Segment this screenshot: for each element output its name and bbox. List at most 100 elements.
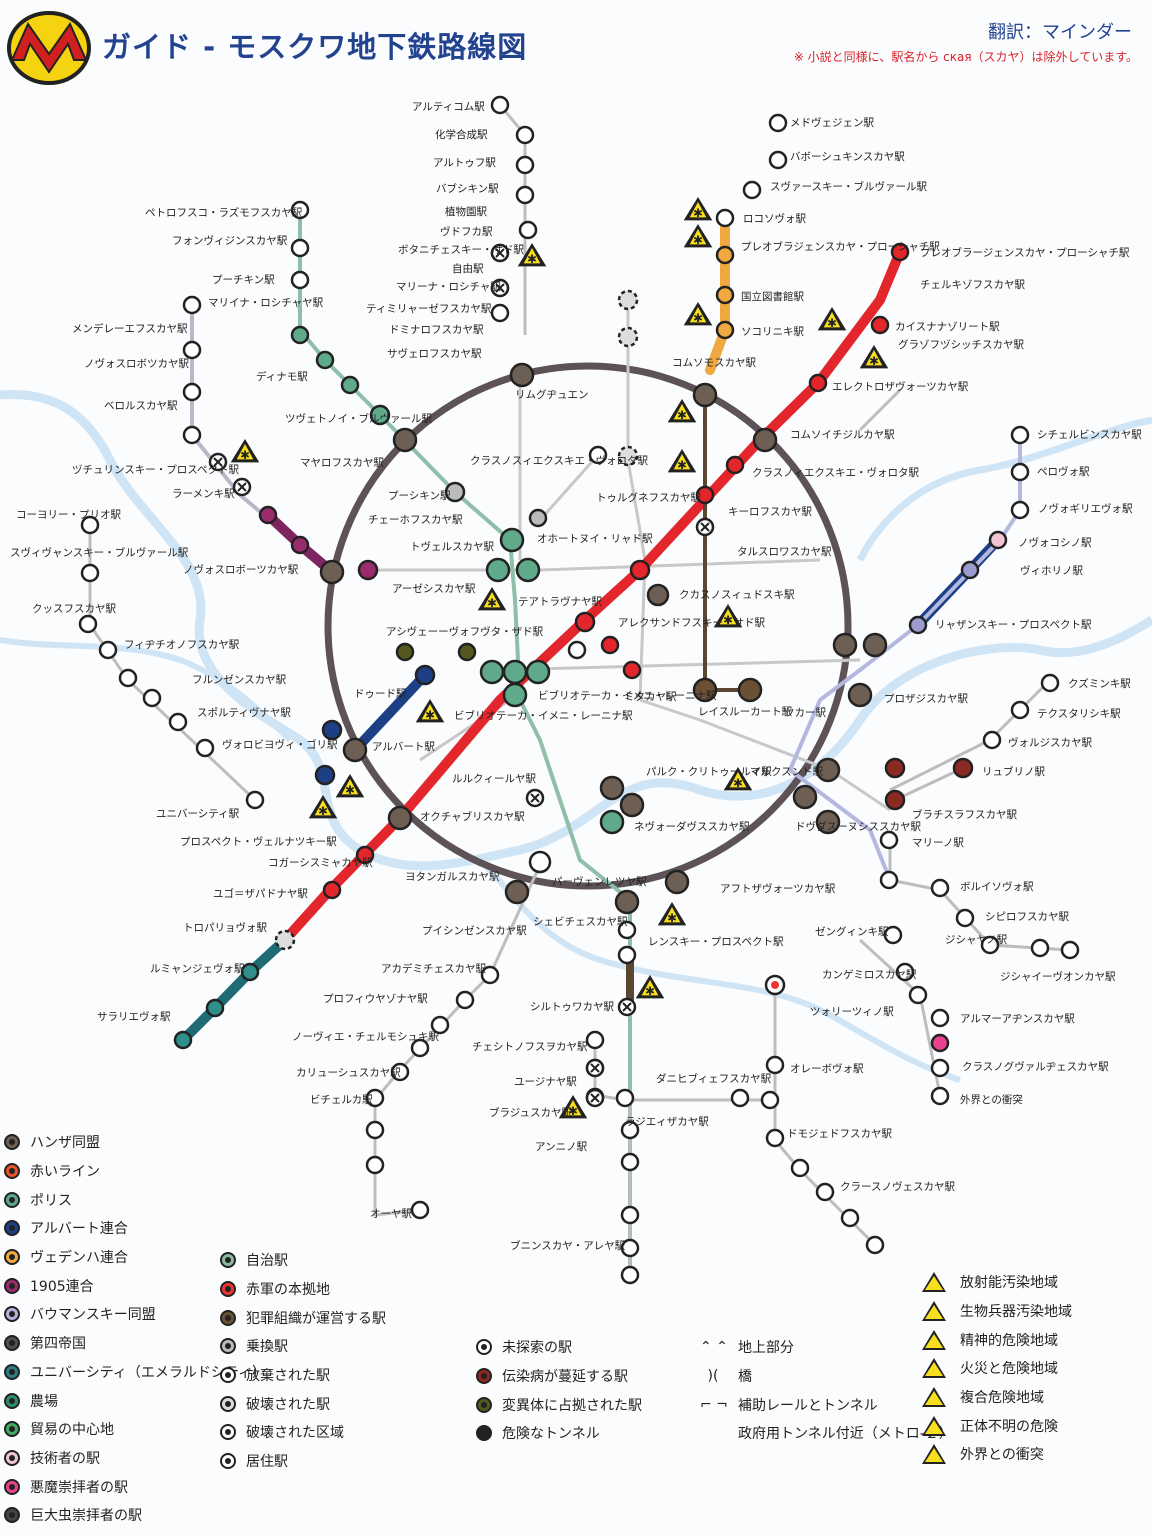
station-label: サヴェロフスカヤ駅	[387, 347, 482, 360]
station-label: アフトザヴォーツカヤ駅	[720, 882, 836, 895]
station-label: プレオブラジェンスカヤ・プローシャチ駅	[741, 240, 940, 253]
station-label: ソコリニキ駅	[741, 326, 804, 338]
legend-row: 赤いライン	[4, 1157, 266, 1186]
legend-swatch-icon	[4, 1392, 20, 1409]
station-label: ノヴォコシノ駅	[1018, 536, 1092, 549]
header-note: ※ 小説と同様に、駅名から ская（スカヤ）は除外しています。	[793, 50, 1138, 64]
legend-label: 外界との衝突	[960, 1447, 1044, 1464]
legend-swatch-icon	[220, 1367, 236, 1384]
moskva-river	[0, 389, 1152, 871]
legend-row: ポリス	[4, 1185, 266, 1214]
station-label: 国立図書館駅	[741, 290, 804, 303]
station-label: コムソイチジルカヤ駅	[790, 429, 895, 441]
station-dot	[620, 1205, 640, 1225]
legend-row: 技術者の駅	[4, 1444, 266, 1473]
legend-label: ハンザ同盟	[30, 1135, 100, 1152]
svg-text:✱: ✱	[693, 311, 703, 325]
legend-swatch-icon	[476, 1425, 492, 1442]
destroyed-station-dot	[617, 326, 639, 348]
station-dot	[1010, 500, 1030, 520]
station-label: オレーボヴォ駅	[790, 1062, 864, 1075]
station-label: ドヴダスーヌシススカヤ駅	[795, 820, 921, 833]
station-dot	[290, 238, 310, 258]
legend-label: 伝染病が蔓延する駅	[502, 1369, 628, 1386]
station-dot	[620, 1265, 640, 1285]
station-dot	[1060, 940, 1080, 960]
station-dot	[480, 965, 500, 985]
station-dot	[1010, 700, 1030, 720]
station-label: ノヴォスロボーツカヤ駅	[183, 563, 299, 576]
university-line	[178, 935, 290, 1045]
station-dot	[98, 640, 118, 660]
station-label: ラーメンキ駅	[172, 488, 235, 500]
station-label: ビチェルカ駅	[310, 1094, 373, 1106]
hazard-icon: ✱	[683, 224, 713, 248]
legend-swatch-icon	[4, 1478, 20, 1495]
legend-row: 赤軍の本拠地	[220, 1275, 386, 1304]
abandoned-station-dot	[490, 243, 510, 263]
station-dot	[515, 155, 535, 175]
station-label: アカデミチェスカヤ駅	[381, 962, 486, 975]
station-dot	[585, 1030, 605, 1050]
station-dot	[615, 1088, 635, 1108]
station-label: ヴィホリノ駅	[1020, 564, 1083, 577]
svg-text:✱: ✱	[568, 1104, 578, 1118]
legend-row: )(橋	[700, 1362, 953, 1391]
station-label: アンニノ駅	[535, 1141, 588, 1153]
legend-swatch-icon	[4, 1249, 20, 1266]
legend-swatch-icon	[4, 1507, 20, 1524]
station-label: ツカー駅	[784, 707, 826, 719]
legend-row: 火災と危険地域	[922, 1354, 1072, 1383]
svg-text:✱: ✱	[645, 984, 655, 998]
station-label: ルルクィールヤ駅	[452, 773, 536, 785]
legend-row: バウマンスキー同盟	[4, 1300, 266, 1329]
rail-symbol-icon: ⌐ ¬	[700, 1396, 728, 1413]
station-dot	[620, 1238, 640, 1258]
station-label: テアトラヴナヤ駅	[518, 595, 602, 608]
station-dot	[617, 920, 637, 940]
legend-row: アルバート連合	[4, 1214, 266, 1243]
legend-swatch-icon	[476, 1368, 492, 1385]
station-label: テクスタリシキ駅	[1037, 708, 1121, 720]
legend-swatch-icon	[4, 1277, 20, 1294]
abandoned-station-dot	[617, 997, 637, 1017]
station-label: スポルティヴナヤ駅	[197, 706, 291, 719]
station-dot	[168, 712, 188, 732]
legend-row: 乗換駅	[220, 1332, 386, 1361]
legend-swatch-icon	[4, 1335, 20, 1352]
hazard-icon	[922, 1415, 946, 1436]
station-label: プロフィウヤゾナヤ駅	[323, 993, 428, 1005]
station-dot	[815, 1182, 835, 1202]
legend-row: 放射能汚染地域	[922, 1268, 1072, 1297]
station-label: ドゥード駅	[354, 688, 407, 700]
ring-stations	[319, 362, 888, 915]
station-label: バブシキン駅	[436, 182, 499, 195]
station-label: ベロルスカヤ駅	[104, 400, 178, 412]
legend-row: 巨大虫崇拝者の駅	[4, 1501, 266, 1530]
legend-row: 伝染病が蔓延する駅	[476, 1362, 642, 1391]
legend-swatch-icon	[220, 1309, 236, 1326]
legend-row: 生物兵器汚染地域	[922, 1297, 1072, 1326]
station-label: タルスロワスカヤ駅	[737, 546, 832, 558]
legend-swatch-icon	[4, 1306, 20, 1323]
station-dot	[895, 962, 915, 982]
legend-label: 第四帝国	[30, 1336, 86, 1353]
legend-label: 技術者の駅	[30, 1450, 100, 1467]
legend-row: ヴェデンハ連合	[4, 1243, 266, 1272]
station-dot	[765, 1055, 785, 1075]
station-label: アルトゥフ駅	[433, 157, 496, 169]
hazard-markers: ✱ ✱ ✱ ✱ ✱ ✱ ✱ ✱ ✱ ✱ ✱ ✱ ✱ ✱ ✱ ✱ ✱ ✱	[230, 197, 889, 1119]
legend-row: 破壊された区域	[220, 1418, 386, 1447]
station-label: ヴドフカ駅	[440, 225, 493, 238]
legend-label: 橋	[738, 1369, 752, 1386]
station-dot	[588, 445, 608, 465]
legend-label: 巨大虫崇拝者の駅	[30, 1508, 142, 1525]
legend-swatch-icon	[220, 1338, 236, 1355]
station-label: プレオブラージェンスカヤ・プローシャチ駅	[920, 246, 1130, 259]
station-label: コーヨリー・プリオ駅	[16, 509, 121, 521]
legend-swatch-icon	[220, 1281, 236, 1298]
station-label: ユゴ＝ザパドナヤ駅	[213, 887, 308, 900]
faction-stations	[173, 242, 1008, 1053]
svg-text:✱: ✱	[487, 596, 497, 610]
